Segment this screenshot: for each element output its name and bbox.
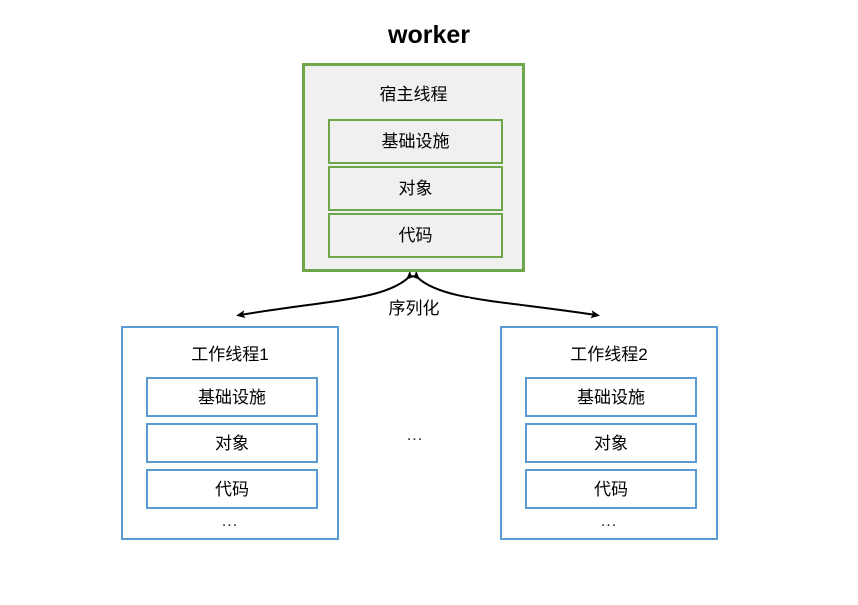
host-item-object[interactable]: 对象: [328, 166, 503, 211]
worker2-item-code[interactable]: 代码: [525, 469, 697, 509]
worker1-item-code[interactable]: 代码: [146, 469, 318, 509]
node-worker-thread-1-header: 工作线程1: [191, 345, 269, 364]
between-workers-ellipsis: ...: [406, 427, 424, 444]
node-worker-thread-1[interactable]: 工作线程1 基础设施 对象 代码 ...: [121, 326, 339, 540]
host-item-code[interactable]: 代码: [328, 213, 503, 258]
node-worker-thread-2-header: 工作线程2: [570, 345, 648, 364]
host-item-infrastructure[interactable]: 基础设施: [328, 119, 503, 164]
node-host-thread[interactable]: 宿主线程 基础设施 对象 代码: [302, 63, 525, 272]
worker2-item-infrastructure[interactable]: 基础设施: [525, 377, 697, 417]
edge-label-serialization: 序列化: [358, 298, 470, 320]
worker1-item-object[interactable]: 对象: [146, 423, 318, 463]
node-host-thread-header: 宿主线程: [379, 85, 448, 104]
worker2-item-object[interactable]: 对象: [525, 423, 697, 463]
page-title: worker: [388, 21, 470, 49]
node-worker-thread-2[interactable]: 工作线程2 基础设施 对象 代码 ...: [500, 326, 718, 540]
worker2-more-ellipsis: ...: [600, 513, 618, 530]
worker1-item-infrastructure[interactable]: 基础设施: [146, 377, 318, 417]
worker1-more-ellipsis: ...: [221, 513, 239, 530]
